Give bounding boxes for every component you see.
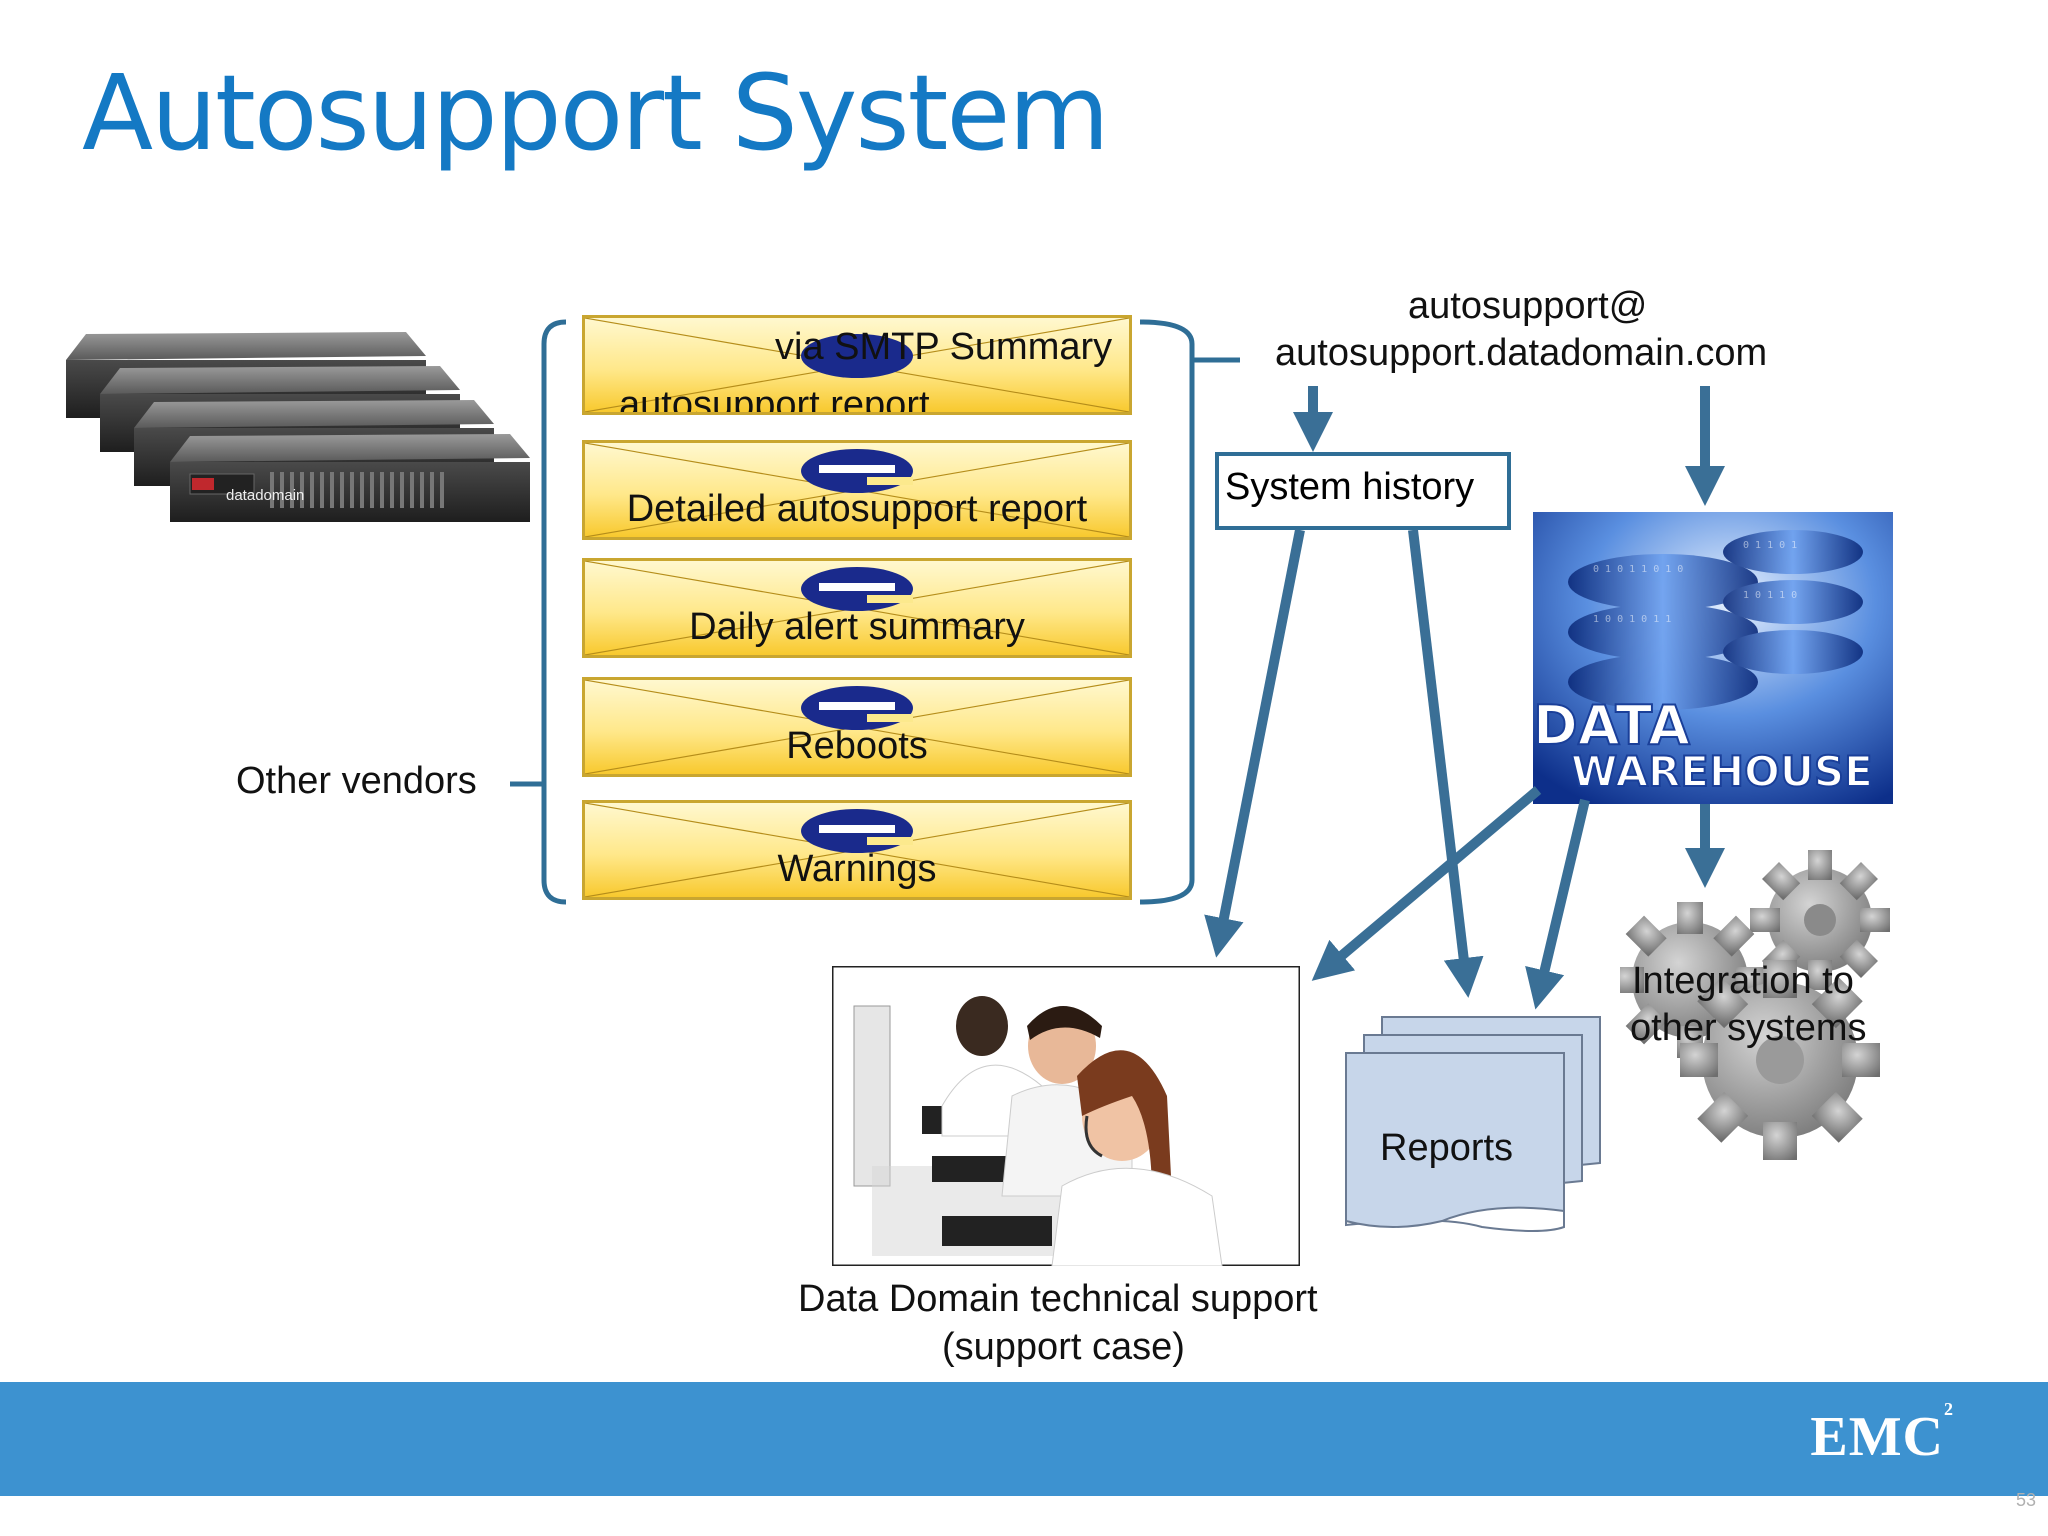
support-label-line1: Data Domain technical support [798,1278,1318,1320]
email-e-icon [801,334,913,378]
envelope-reboots: Reboots [582,677,1132,777]
data-warehouse-line1: DATA [1533,694,1690,757]
svg-text:1 0 0 1 0 1 1: 1 0 0 1 0 1 1 [1593,614,1671,625]
envelope-summary-text1: via SMTP Summary [775,326,1113,368]
envelope-daily: Daily alert summary [582,558,1132,658]
footer-bar [0,1382,2048,1496]
integration-label-line1: Integration to [1632,960,1854,1002]
envelope-warnings: Warnings [582,800,1132,900]
gears-icon [1620,850,1890,1160]
reports-document-icon: Reports [1345,1016,1601,1232]
data-warehouse-line2: WAREHOUSE [1571,747,1873,796]
envelope-warnings-text: Warnings [777,848,937,890]
svg-text:0 1 0 1 1 0 1 0: 0 1 0 1 1 0 1 0 [1593,564,1683,575]
envelope-detailed-text: Detailed autosupport report [626,488,1088,530]
data-warehouse-image: 0 1 0 1 1 0 1 0 1 0 0 1 0 1 1 0 1 1 0 1 1 … [1533,512,1893,804]
svg-text:1 0 1 1 0: 1 0 1 1 0 [1743,590,1797,601]
support-label-line2: (support case) [942,1326,1185,1368]
email-e-icon [801,567,913,611]
bracket-lines [510,319,1240,905]
server-brand-label: datadomain [226,487,305,504]
page-title: Autosupport System [82,52,1110,174]
email-e-icon [801,449,913,493]
email-e-icon [801,686,913,730]
system-history-box: System history [1215,452,1511,530]
email-e-icon [801,809,913,853]
reports-label: Reports [1380,1127,1513,1169]
integration-label-line2: other systems [1630,1007,1867,1049]
envelope-daily-text: Daily alert summary [689,606,1025,648]
email-line1: autosupport@ [1408,285,1648,327]
svg-text:0 1 1 0 1: 0 1 1 0 1 [1743,540,1797,551]
other-vendors-label: Other vendors [236,760,477,802]
envelope-summary-text2: autosupport report [619,384,930,415]
email-line2: autosupport.datadomain.com [1275,332,1768,374]
page-number: 53 [2015,1490,2036,1510]
support-team-photo [832,966,1300,1266]
emc-logo: EMC2 [1810,1399,1954,1468]
envelope-summary: via SMTP Summary autosupport report [582,315,1132,415]
server-stack-icon [66,332,530,522]
envelope-reboots-text: Reboots [786,725,928,767]
envelope-detailed: Detailed autosupport report [582,440,1132,540]
